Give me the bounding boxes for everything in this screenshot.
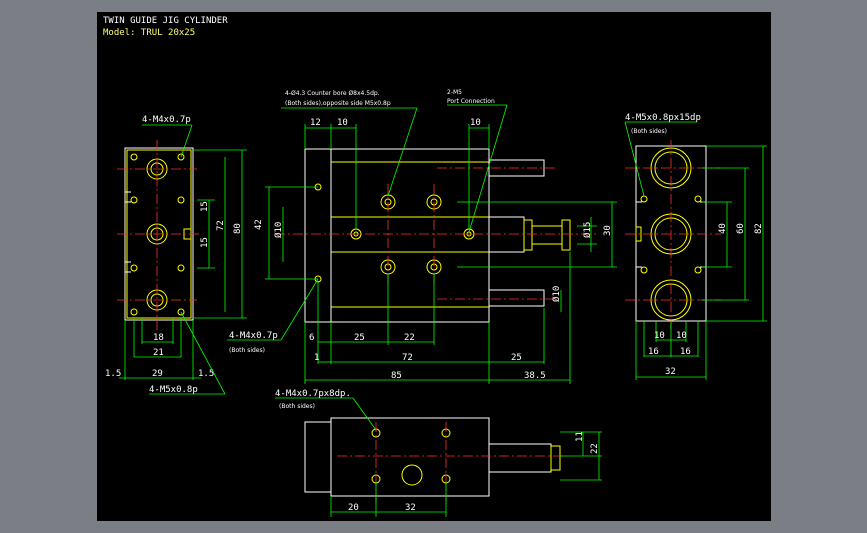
dim-right-16a: 16 (648, 347, 659, 357)
dim-left-29: 29 (152, 369, 163, 379)
callout-right-top: 4-M5x0.8px15dp (625, 113, 701, 123)
left-end-view: 15 15 72 80 18 21 29 1.5 1.5 4-M4x0.7p 4… (105, 115, 247, 395)
dim-left-15b: 15 (200, 237, 210, 248)
dim-bottom-32: 32 (405, 503, 416, 513)
dim-right-16b: 16 (680, 347, 691, 357)
drawing-title: TWIN GUIDE JIG CYLINDER (103, 16, 228, 26)
dim-front-22: 22 (404, 333, 415, 343)
callout-front-holes-sub: (Both sides),opposite side M5x0.8p (285, 100, 391, 107)
dim-front-1: 1 (314, 353, 319, 363)
dim-front-42: 42 (254, 219, 264, 230)
dim-front-25b: 25 (511, 353, 522, 363)
callout-bottom-view-sub: (Both sides) (279, 403, 315, 410)
dim-front-25a: 25 (354, 333, 365, 343)
dim-front-phi10a: Ø10 (273, 222, 284, 238)
dim-front-85: 85 (391, 371, 402, 381)
dim-right-60: 60 (736, 223, 746, 234)
dim-front-10b: 10 (470, 118, 481, 128)
dim-front-72: 72 (402, 353, 413, 363)
dim-left-80: 80 (233, 223, 243, 234)
dim-front-10a: 10 (337, 118, 348, 128)
dim-bottom-20: 20 (348, 503, 359, 513)
dim-right-32: 32 (665, 367, 676, 377)
callout-bottom-view: 4-M4x0.7px8dp. (275, 389, 351, 399)
callout-port-sub: Port Connection (447, 98, 495, 105)
callout-front-holes: 4-Ø4.3 Counter bore Ø8x4.5dp. (285, 90, 380, 97)
dim-right-10b: 10 (676, 331, 687, 341)
dim-front-38-5: 38.5 (524, 371, 546, 381)
bottom-view: 11 22 20 32 4-M4x0.7px8dp. (Both sides) (275, 389, 602, 517)
cad-drawing: TWIN GUIDE JIG CYLINDER Model: TRUL 20x2… (103, 16, 767, 517)
front-view: 12 10 10 42 Ø10 30 Ø15 Ø10 (227, 89, 617, 384)
dim-left-1-5b: 1.5 (198, 369, 214, 379)
dim-left-72: 72 (216, 220, 226, 231)
callout-left-top: 4-M4x0.7p (142, 115, 191, 125)
callout-right-top-sub: (Both sides) (631, 128, 667, 135)
dim-right-10a: 10 (654, 331, 665, 341)
drawing-canvas: TWIN GUIDE JIG CYLINDER Model: TRUL 20x2… (97, 12, 771, 521)
dim-left-1-5a: 1.5 (105, 369, 121, 379)
right-end-view: 40 60 82 10 10 16 16 32 4-M5x0.8px15dp (… (624, 113, 767, 380)
dim-front-30: 30 (603, 225, 613, 236)
dim-front-phi10b: Ø10 (551, 286, 562, 302)
dim-right-40: 40 (718, 223, 728, 234)
callout-front-bottom: 4-M4x0.7p (229, 331, 278, 341)
callout-front-bottom-sub: (Both sides) (229, 347, 265, 354)
dim-left-15a: 15 (200, 201, 210, 212)
dim-left-18: 18 (153, 333, 164, 343)
callout-port: 2-M5 (447, 89, 462, 96)
dim-bottom-22: 22 (590, 443, 600, 454)
model-label: Model: TRUL 20x25 (103, 28, 195, 38)
dim-front-6: 6 (309, 333, 314, 343)
dim-bottom-11: 11 (575, 431, 585, 442)
dim-right-82: 82 (754, 223, 764, 234)
callout-left-bottom: 4-M5x0.8p (149, 385, 198, 395)
dim-front-phi15: Ø15 (582, 222, 593, 238)
dim-front-12: 12 (310, 118, 321, 128)
dim-left-21: 21 (153, 348, 164, 358)
